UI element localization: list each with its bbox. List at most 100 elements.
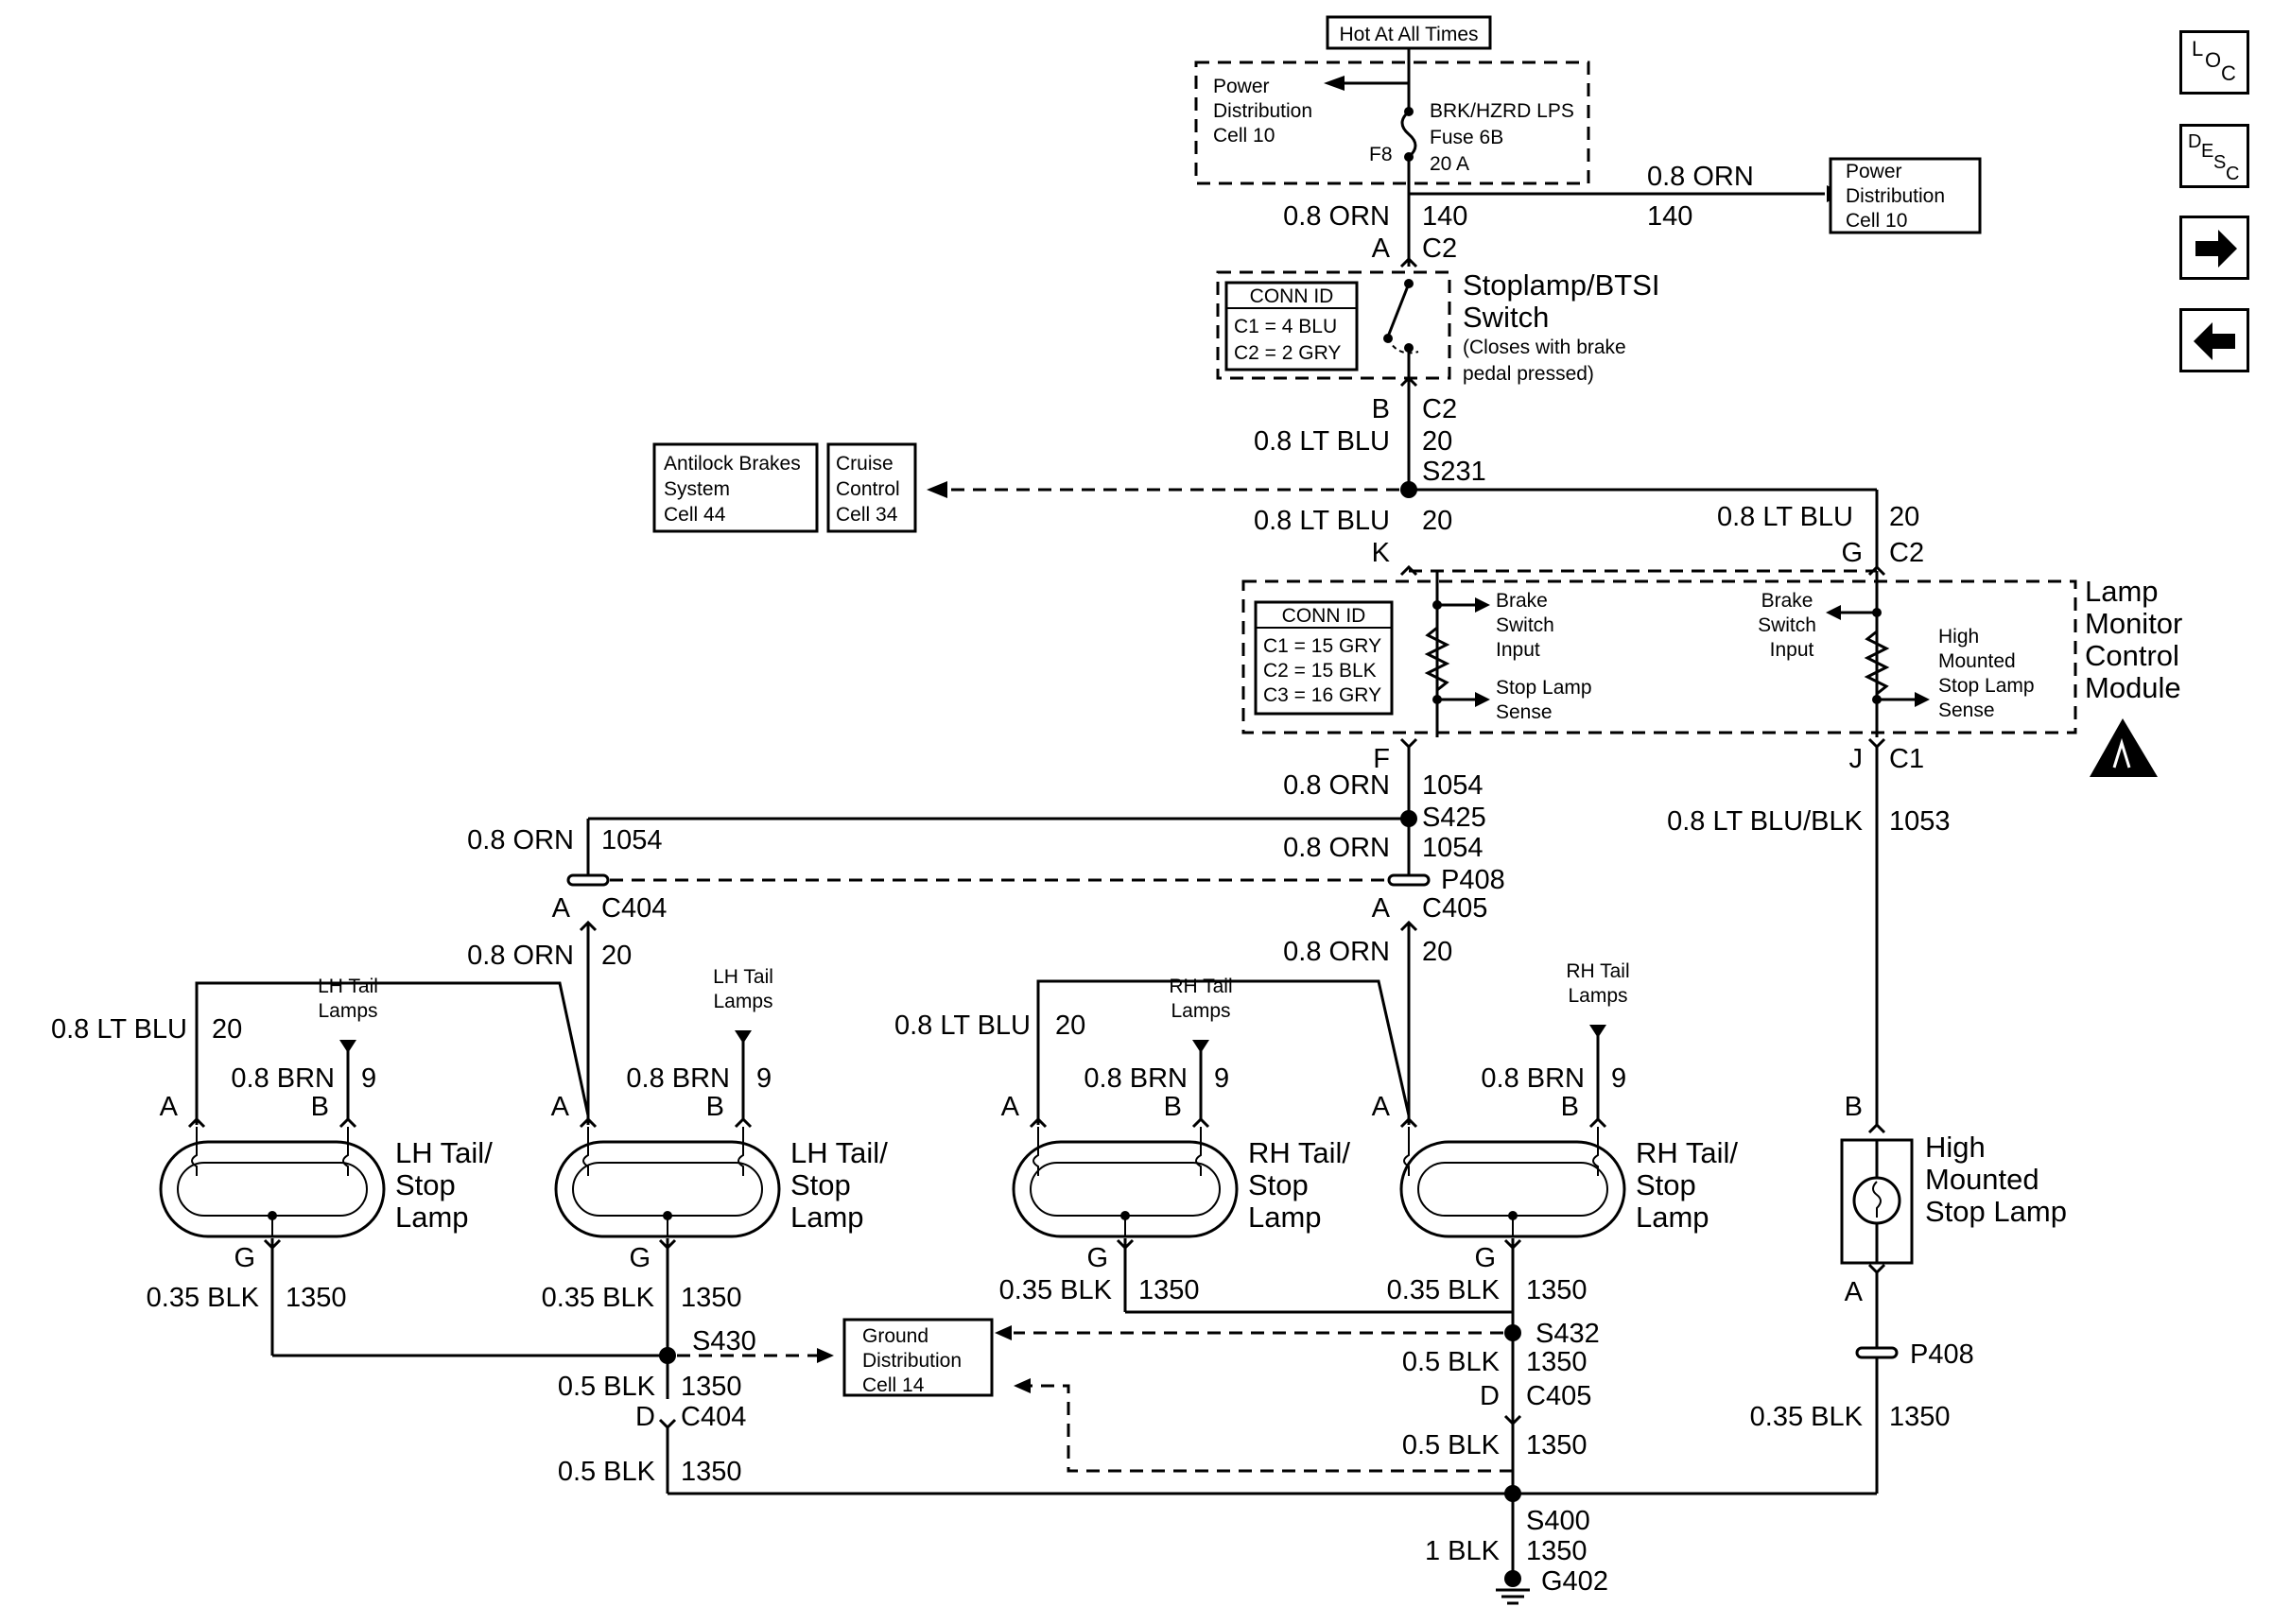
module-conn-id-box bbox=[1254, 600, 1394, 716]
connector-label: C404 bbox=[601, 893, 667, 924]
module-label: Sense bbox=[1938, 700, 1995, 721]
conn-id-line: C2 = 2 GRY bbox=[1234, 342, 1341, 364]
arrow-left-icon bbox=[2194, 322, 2235, 360]
pin-label: A bbox=[1372, 233, 1391, 264]
connector-terminal-icon bbox=[579, 1116, 598, 1129]
desc-button[interactable]: D E S C bbox=[2179, 124, 2249, 188]
arrow-right-icon bbox=[1915, 692, 1930, 707]
module-label: Stop Lamp bbox=[1938, 675, 2035, 697]
module-label: Switch bbox=[1758, 614, 1816, 636]
switch-conn-id-box bbox=[1224, 281, 1359, 371]
connector-terminal-icon bbox=[187, 1116, 206, 1129]
connector-label: C405 bbox=[1422, 893, 1487, 924]
wire-label: 0.5 BLK bbox=[558, 1457, 656, 1487]
arrow-left-icon bbox=[1826, 605, 1841, 620]
circuit-number: 20 bbox=[212, 1014, 242, 1045]
circuit-number: 140 bbox=[1422, 201, 1467, 232]
pin-label: G bbox=[1841, 538, 1863, 568]
wire-label: 0.35 BLK bbox=[147, 1283, 260, 1313]
connector-label: P408 bbox=[1910, 1339, 1974, 1370]
wire-label: 0.8 BRN bbox=[1084, 1063, 1188, 1094]
lamp-name: RH Tail/ bbox=[1248, 1136, 1350, 1169]
splice-s432 bbox=[1504, 1324, 1521, 1341]
connector-terminal-icon bbox=[1867, 1263, 1886, 1275]
abs-line: Cell 44 bbox=[664, 504, 726, 526]
module-name: Control bbox=[2085, 639, 2179, 672]
pin-label: F bbox=[1373, 744, 1390, 774]
wire-label: 0.8 BRN bbox=[626, 1063, 730, 1094]
power-distribution-right-box bbox=[1829, 157, 1982, 234]
circuit-number: 1350 bbox=[1526, 1275, 1588, 1305]
wire-label: 0.35 BLK bbox=[542, 1283, 655, 1313]
lamp-name: Stop bbox=[790, 1168, 851, 1201]
conn-id-title: CONN ID bbox=[1250, 285, 1334, 307]
pin-label: A bbox=[552, 893, 571, 924]
pd-left-line-1: Power bbox=[1213, 76, 1270, 97]
circuit-number: 1054 bbox=[1422, 833, 1484, 863]
circuit-number: 1054 bbox=[601, 825, 663, 855]
forward-button[interactable] bbox=[2179, 216, 2249, 280]
wire-label: 0.8 BRN bbox=[231, 1063, 335, 1094]
hot-at-all-times-label: Hot At All Times bbox=[1339, 24, 1478, 45]
circuit-number: 140 bbox=[1647, 201, 1692, 232]
pin-label: A bbox=[1845, 1277, 1864, 1307]
wire-label: 0.8 ORN bbox=[1283, 833, 1390, 863]
back-button[interactable] bbox=[2179, 308, 2249, 372]
circuit-number: 1350 bbox=[1526, 1536, 1588, 1566]
wire-label: 0.5 BLK bbox=[1402, 1430, 1501, 1460]
arrow-left-icon bbox=[1014, 1378, 1031, 1393]
lamp-name: Lamp bbox=[1636, 1201, 1709, 1234]
lamp-name: Stop bbox=[1248, 1168, 1309, 1201]
circuit-number: 1350 bbox=[681, 1457, 742, 1487]
svg-text:E: E bbox=[2201, 141, 2213, 162]
pin-label: B bbox=[311, 1092, 329, 1122]
circuit-number: 20 bbox=[601, 941, 632, 971]
cruise-line: Cell 34 bbox=[836, 504, 898, 526]
pin-label: B bbox=[706, 1092, 724, 1122]
pd-right-line-1: Power bbox=[1846, 161, 1902, 182]
wire-label: 0.35 BLK bbox=[999, 1275, 1113, 1305]
pin-label: K bbox=[1372, 538, 1391, 568]
power-distribution-box bbox=[1194, 60, 1590, 185]
splice-label: S400 bbox=[1526, 1506, 1590, 1536]
wire-label: 0.8 ORN bbox=[1283, 937, 1390, 967]
high-mounted-stop-lamp: High Mounted Stop Lamp bbox=[1840, 1131, 2067, 1265]
circuit-number: 9 bbox=[1611, 1063, 1626, 1094]
tail-lamps-label: LH Tail bbox=[318, 976, 378, 997]
connector-label: C405 bbox=[1526, 1381, 1591, 1411]
splice-label: S231 bbox=[1422, 457, 1486, 487]
loc-button[interactable]: L O C bbox=[2179, 30, 2249, 95]
module-label: Switch bbox=[1496, 614, 1554, 636]
tail-lamps-label: RH Tail bbox=[1566, 960, 1629, 982]
resistor-icon bbox=[1864, 630, 1890, 696]
cruise-line: Cruise bbox=[836, 453, 894, 475]
circuit-number: 20 bbox=[1422, 506, 1452, 536]
wire-label: 0.8 BRN bbox=[1481, 1063, 1585, 1094]
svg-text:S: S bbox=[2213, 152, 2226, 173]
module-label: Sense bbox=[1496, 701, 1553, 723]
fuse-icon bbox=[1400, 110, 1417, 159]
pin-label: A bbox=[1372, 893, 1391, 924]
pin-label: A bbox=[551, 1092, 570, 1122]
power-source: Hot At All Times Power Distribution Cell… bbox=[1194, 15, 1982, 234]
pin-label: J bbox=[1849, 744, 1864, 774]
connector-terminal-icon bbox=[1191, 1116, 1210, 1129]
splice-label: S430 bbox=[692, 1326, 756, 1356]
wire-label: 0.35 BLK bbox=[1750, 1402, 1864, 1432]
tail-lamps-label: Lamps bbox=[1171, 1000, 1230, 1022]
filament-lead bbox=[342, 1127, 349, 1176]
tail-lamps-label: Lamps bbox=[318, 1000, 377, 1022]
connector-c405-icon bbox=[1387, 873, 1431, 887]
arrow-down-icon bbox=[1192, 1040, 1209, 1053]
circuit-number: 1350 bbox=[1138, 1275, 1200, 1305]
wire-label: 0.5 BLK bbox=[558, 1372, 656, 1402]
wire-label: 1 BLK bbox=[1425, 1536, 1501, 1566]
conn-id-line: C1 = 4 BLU bbox=[1234, 316, 1337, 337]
lamp-name: Stop bbox=[1636, 1168, 1696, 1201]
tail-lamps-label: RH Tail bbox=[1169, 976, 1232, 997]
lamp-name: RH Tail/ bbox=[1636, 1136, 1738, 1169]
lamp-name: High bbox=[1925, 1131, 1986, 1164]
bulb-filament-icon bbox=[1417, 1162, 1608, 1217]
module-label: Brake bbox=[1496, 590, 1548, 612]
filament-lead bbox=[1195, 1127, 1202, 1176]
